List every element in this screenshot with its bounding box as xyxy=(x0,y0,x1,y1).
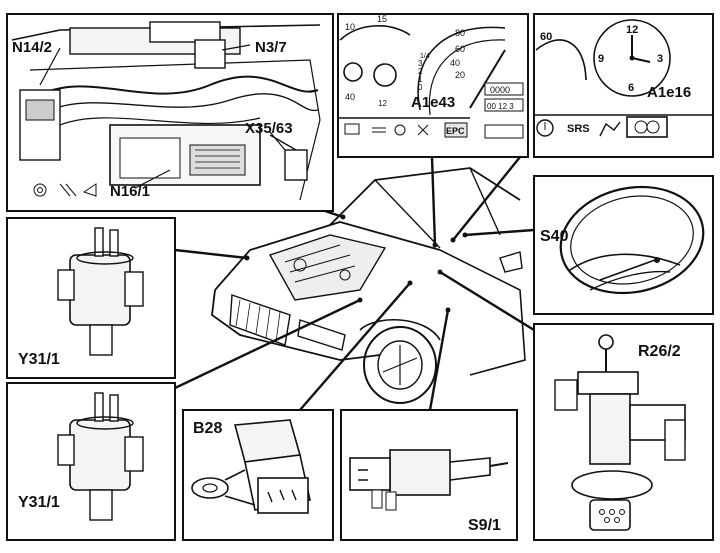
label-y31-1-upper: Y31/1 xyxy=(18,351,60,368)
steering-wheel-panel: S40 xyxy=(533,175,714,315)
label-n16-1: N16/1 xyxy=(110,183,150,200)
tick-3: 3 xyxy=(418,59,423,68)
label-n14-2: N14/2 xyxy=(12,39,52,56)
tick-0: 0 xyxy=(418,83,423,92)
instrument-cluster-right-panel: 60 12 9 3 6 SRS A1e16 xyxy=(533,13,714,158)
instrument-cluster-left-panel: 10 15 80 60 40 20 1/4 3 2 1 0 40 12 0000… xyxy=(337,13,529,158)
label-r26-2: R26/2 xyxy=(638,343,681,360)
stop-lamp-switch-panel: S9/1 xyxy=(340,409,518,541)
vacuum-valve-upper-panel: Y31/1 xyxy=(6,217,176,379)
tick-80: 80 xyxy=(455,28,465,38)
gauge-low-value: 40 xyxy=(345,92,355,102)
tick-40: 40 xyxy=(450,58,460,68)
trip-readout: 00 12 3 xyxy=(487,102,514,111)
srs-indicator: SRS xyxy=(567,123,590,135)
odometer-readout: 0000 xyxy=(490,85,510,95)
label-n3-7: N3/7 xyxy=(255,39,287,56)
tick-2: 2 xyxy=(418,67,423,76)
label-s9-1: S9/1 xyxy=(468,517,501,534)
clock-3: 3 xyxy=(657,53,663,65)
label-a1e43: A1e43 xyxy=(411,94,455,111)
tick-1-4: 1/4 xyxy=(420,53,430,60)
clock-6: 6 xyxy=(628,82,634,94)
label-x35-63: X35/63 xyxy=(245,120,293,137)
potentiometer-panel: R26/2 xyxy=(533,323,714,541)
clock-9: 9 xyxy=(598,53,604,65)
tick-1: 1 xyxy=(418,75,423,84)
tick-15: 15 xyxy=(377,14,387,24)
label-y31-1-lower: Y31/1 xyxy=(18,494,60,511)
tick-20: 20 xyxy=(455,70,465,80)
gauge-small-value: 12 xyxy=(378,99,387,108)
clock-12: 12 xyxy=(626,24,638,36)
vacuum-valve-lower-panel: Y31/1 xyxy=(6,382,176,541)
engine-bay-panel: N14/2 N3/7 X35/63 N16/1 xyxy=(6,13,334,212)
label-a1e16: A1e16 xyxy=(647,84,691,101)
tick-60: 60 xyxy=(455,44,465,54)
pressure-sensor-panel: B28 xyxy=(182,409,334,541)
tick-60-right: 60 xyxy=(540,31,552,43)
epc-indicator: EPC xyxy=(446,126,465,136)
label-b28: B28 xyxy=(193,420,222,437)
leader-lines xyxy=(174,156,535,411)
tick-10: 10 xyxy=(345,22,355,32)
label-s40: S40 xyxy=(540,228,569,245)
car-body xyxy=(211,167,526,404)
